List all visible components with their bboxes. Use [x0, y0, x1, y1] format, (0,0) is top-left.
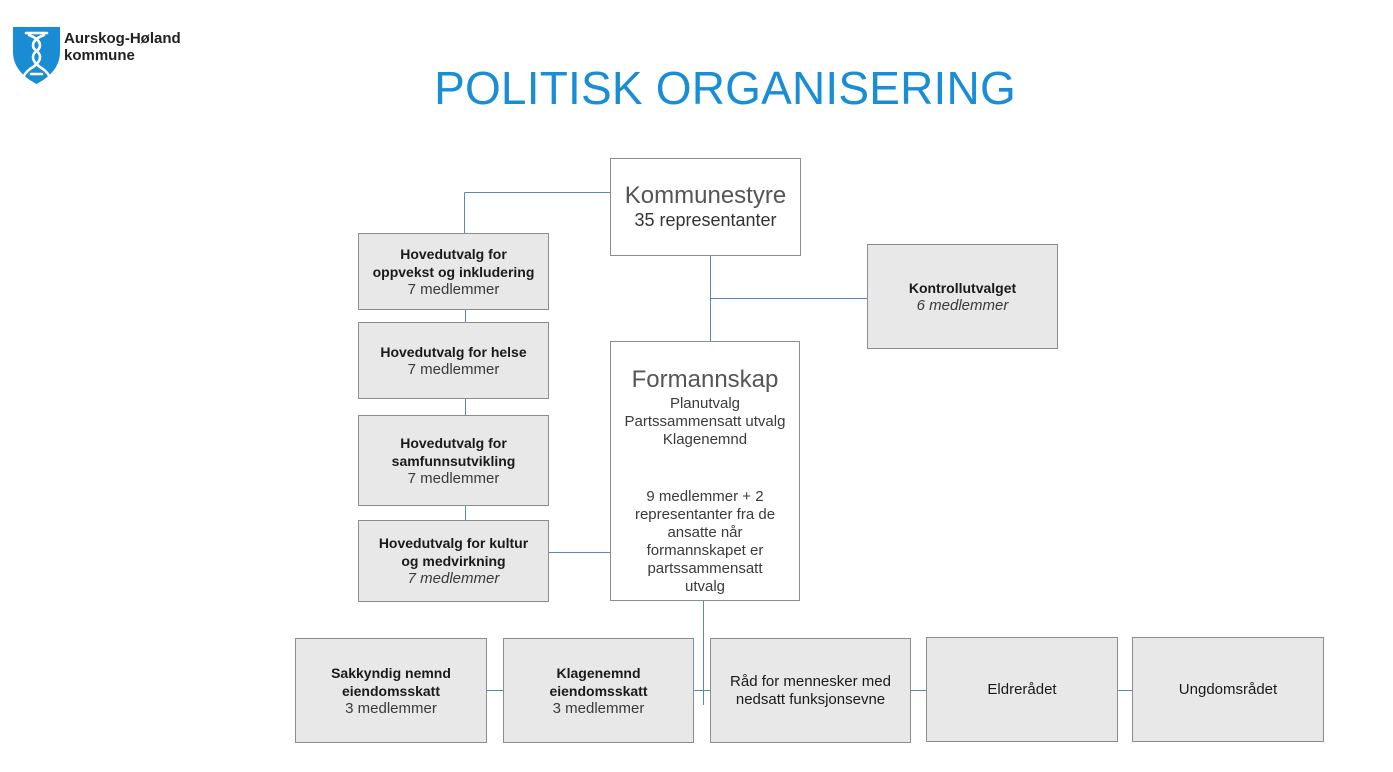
formannskap-members-line: ansatte når — [667, 524, 743, 541]
hovedutvalg-oppvekst-box: Hovedutvalg for oppvekst og inkludering … — [358, 233, 549, 310]
formannskap-role: Planutvalg — [669, 395, 741, 412]
committee-name: Klagenemnd — [556, 664, 641, 681]
hovedutvalg-name: samfunnsutvikling — [391, 452, 516, 469]
kommunestyre-box: Kommunestyre 35 representanter — [610, 158, 801, 256]
committee-members: 3 medlemmer — [345, 699, 437, 717]
kontrollutvalget-members: 6 medlemmer — [916, 296, 1009, 314]
hovedutvalg-helse-box: Hovedutvalg for helse 7 medlemmer — [358, 322, 549, 399]
hovedutvalg-name: Hovedutvalg for kultur — [378, 535, 529, 551]
hovedutvalg-members: 7 medlemmer — [407, 570, 500, 587]
formannskap-members-line: 9 medlemmer + 2 — [646, 488, 764, 505]
municipality-name-line2: kommune — [64, 47, 135, 64]
hovedutvalg-samfunnsutvikling-box: Hovedutvalg for samfunnsutvikling 7 medl… — [358, 415, 549, 506]
hovedutvalg-kultur-box: Hovedutvalg for kultur og medvirkning 7 … — [358, 520, 549, 602]
committee-name: eiendomsskatt — [549, 682, 648, 699]
kontrollutvalget-title: Kontrollutvalget — [908, 279, 1017, 296]
sakkyndig-nemnd-box: Sakkyndig nemnd eiendomsskatt 3 medlemme… — [295, 638, 487, 743]
formannskap-box: Formannskap Planutvalg Partssammensatt u… — [610, 341, 800, 601]
committee-name: Sakkyndig nemnd — [331, 664, 451, 681]
municipality-name-line1: Aurskog-Høland — [64, 30, 181, 47]
hovedutvalg-name: Hovedutvalg for helse — [380, 343, 527, 360]
raad-funksjonsevne-box: Råd for mennesker med nedsatt funksjonse… — [710, 638, 911, 743]
hovedutvalg-name: og medvirkning — [401, 553, 506, 569]
formannskap-members-line: utvalg — [684, 578, 726, 595]
kommunestyre-title: Kommunestyre — [624, 182, 787, 209]
kontrollutvalget-box: Kontrollutvalget 6 medlemmer — [867, 244, 1058, 349]
klagenemnd-box: Klagenemnd eiendomsskatt 3 medlemmer — [503, 638, 694, 743]
formannskap-members-line: representanter fra de — [634, 506, 776, 523]
committee-name: Råd for mennesker med — [730, 672, 891, 690]
hovedutvalg-name: oppvekst og inkludering — [372, 263, 535, 280]
formannskap-role: Klagenemnd — [662, 431, 748, 448]
hovedutvalg-members: 7 medlemmer — [407, 280, 500, 298]
kommunestyre-members: 35 representanter — [634, 210, 777, 230]
hovedutvalg-name: Hovedutvalg for — [400, 245, 507, 262]
page-title: POLITISK ORGANISERING — [434, 62, 1016, 114]
committee-name: Eldrerådet — [987, 680, 1057, 698]
committee-name: eiendomsskatt — [341, 682, 441, 699]
committee-name: Ungdomsrådet — [1178, 680, 1278, 698]
municipality-name: Aurskog-Høland kommune — [64, 30, 181, 64]
hovedutvalg-members: 7 medlemmer — [407, 360, 500, 378]
formannskap-role: Partssammensatt utvalg — [624, 413, 786, 430]
eldreraadet-box: Eldrerådet — [926, 637, 1118, 742]
hovedutvalg-name: Hovedutvalg for — [400, 434, 507, 451]
formannskap-members-line: partssammensatt — [647, 560, 763, 577]
ungdomsraadet-box: Ungdomsrådet — [1132, 637, 1324, 742]
formannskap-members-line: formannskapet er — [646, 542, 764, 559]
hovedutvalg-members: 7 medlemmer — [407, 469, 500, 487]
formannskap-title: Formannskap — [631, 366, 779, 393]
committee-name: nedsatt funksjonsevne — [735, 690, 886, 708]
municipality-shield-logo — [13, 27, 60, 84]
committee-members: 3 medlemmer — [552, 699, 645, 717]
